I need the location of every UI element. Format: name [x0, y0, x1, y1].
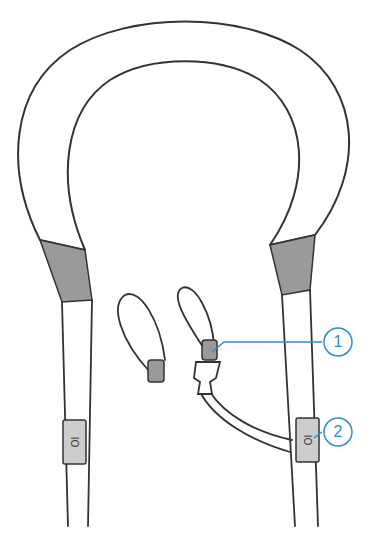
- left-clip: [148, 360, 164, 382]
- right-strap: [282, 290, 318, 526]
- neck-band: [18, 22, 349, 251]
- left-strap: [62, 300, 92, 526]
- right-slider-tab: [296, 418, 319, 462]
- left-sleeve: [40, 240, 92, 302]
- buckle: [194, 362, 220, 394]
- leader-line: [212, 342, 322, 352]
- callout-number: 1: [334, 334, 343, 350]
- callout-circle: [324, 328, 352, 356]
- tab-marking: IO: [303, 435, 313, 446]
- left-slider-tab: [63, 420, 86, 464]
- leader-line: [314, 432, 322, 438]
- callout-circle: [324, 418, 352, 446]
- tab-marking: IO: [70, 437, 80, 448]
- right-sleeve: [270, 235, 315, 295]
- callout-number: 2: [334, 424, 343, 440]
- right-cord: [200, 392, 292, 452]
